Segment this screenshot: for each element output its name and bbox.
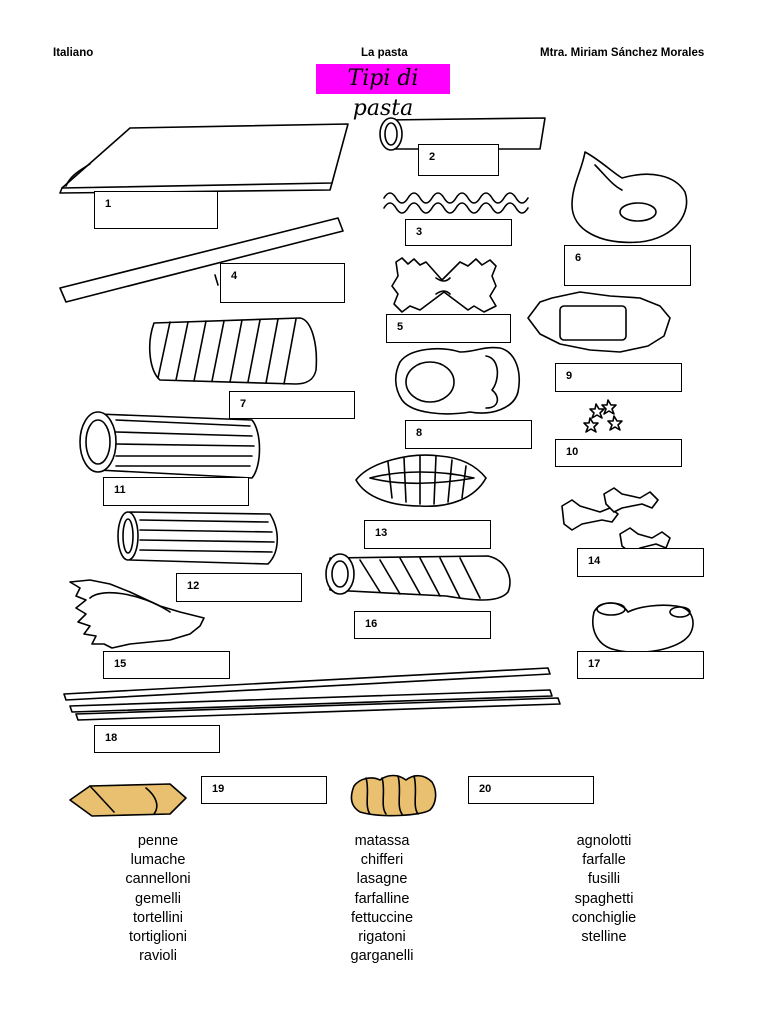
- word-bank-item: farfalle: [582, 852, 626, 869]
- word-bank-item: fettuccine: [350, 909, 414, 926]
- header-teacher: Mtra. Miriam Sánchez Morales: [540, 47, 705, 59]
- answer-box-13[interactable]: 13: [364, 520, 491, 549]
- word-bank-item: matassa: [354, 833, 410, 849]
- word-bank-item: farfalline: [354, 890, 410, 907]
- agnolotti-drawing: [69, 579, 205, 649]
- word-bank-item: fusilli: [587, 871, 621, 888]
- ravioli-drawing: [527, 291, 671, 353]
- tortiglioni-drawing: [148, 317, 318, 385]
- answer-box-9[interactable]: 9: [555, 363, 682, 392]
- header-topic: La pasta: [361, 47, 408, 59]
- word-bank-item: rigatoni: [358, 929, 406, 946]
- answer-box-19[interactable]: 19: [201, 776, 327, 804]
- cannelloni-drawing: [117, 511, 279, 565]
- lasagne-sheet-drawing: [59, 123, 349, 194]
- tortellini-drawing: [571, 151, 688, 244]
- answer-box-5[interactable]: 5: [386, 314, 511, 343]
- word-bank-item: penne: [137, 833, 179, 849]
- word-bank-column-2: matassa chifferi lasagne farfalline fett…: [302, 832, 462, 966]
- garganelli-drawing: [325, 553, 511, 601]
- word-bank-item: cannelloni: [125, 871, 191, 888]
- answer-box-7[interactable]: 7: [229, 391, 355, 419]
- chifferi-drawing: [592, 602, 694, 654]
- page-title: Tipi di pasta: [316, 64, 450, 121]
- word-bank-item: gemelli: [135, 890, 181, 907]
- word-bank-item: agnolotti: [576, 833, 632, 849]
- word-bank-column-1: penne lumache cannelloni gemelli tortell…: [78, 832, 238, 966]
- answer-box-2[interactable]: 2: [418, 144, 499, 176]
- answer-box-15[interactable]: 15: [103, 651, 230, 679]
- penne-drawing: [379, 117, 546, 151]
- colored-cannelloni-drawing: [69, 783, 187, 817]
- farfalline-drawing: [561, 487, 671, 555]
- answer-box-4[interactable]: 4: [220, 263, 345, 303]
- word-bank-item: stelline: [581, 929, 627, 946]
- word-bank-item: garganelli: [350, 948, 414, 965]
- answer-box-11[interactable]: 11: [103, 477, 249, 506]
- answer-box-10[interactable]: 10: [555, 439, 682, 467]
- word-bank-item: lumache: [130, 852, 186, 869]
- word-bank-item: lasagne: [356, 871, 408, 888]
- word-bank-item: spaghetti: [574, 890, 634, 907]
- word-bank-item: ravioli: [139, 948, 177, 965]
- answer-box-6[interactable]: 6: [564, 245, 691, 286]
- word-bank-item: chifferi: [360, 852, 404, 869]
- header-subject: Italiano: [53, 47, 94, 59]
- farfalle-drawing: [391, 257, 497, 313]
- answer-box-17[interactable]: 17: [577, 651, 704, 679]
- word-bank-item: tortiglioni: [128, 929, 188, 946]
- spaghetti-drawing: [63, 667, 561, 721]
- stelline-drawing: [583, 399, 623, 433]
- word-bank-item: tortellini: [133, 909, 183, 926]
- answer-box-20[interactable]: 20: [468, 776, 594, 804]
- lumache-drawing: [394, 346, 520, 415]
- answer-box-14[interactable]: 14: [577, 548, 704, 577]
- word-bank-item: conchiglie: [571, 909, 637, 926]
- answer-box-3[interactable]: 3: [405, 219, 512, 246]
- fusilli-drawing: [383, 192, 529, 214]
- conchiglie-drawing: [355, 454, 487, 508]
- colored-fusilli-drawing: [350, 774, 437, 817]
- answer-box-1[interactable]: 1: [94, 191, 218, 229]
- answer-box-8[interactable]: 8: [405, 420, 532, 449]
- rigatoni-drawing: [79, 411, 261, 479]
- word-bank-column-3: agnolotti farfalle fusilli spaghetti con…: [524, 832, 684, 947]
- answer-box-16[interactable]: 16: [354, 611, 491, 639]
- fettuccine-strip-drawing: [59, 217, 344, 303]
- answer-box-18[interactable]: 18: [94, 725, 220, 753]
- answer-box-12[interactable]: 12: [176, 573, 302, 602]
